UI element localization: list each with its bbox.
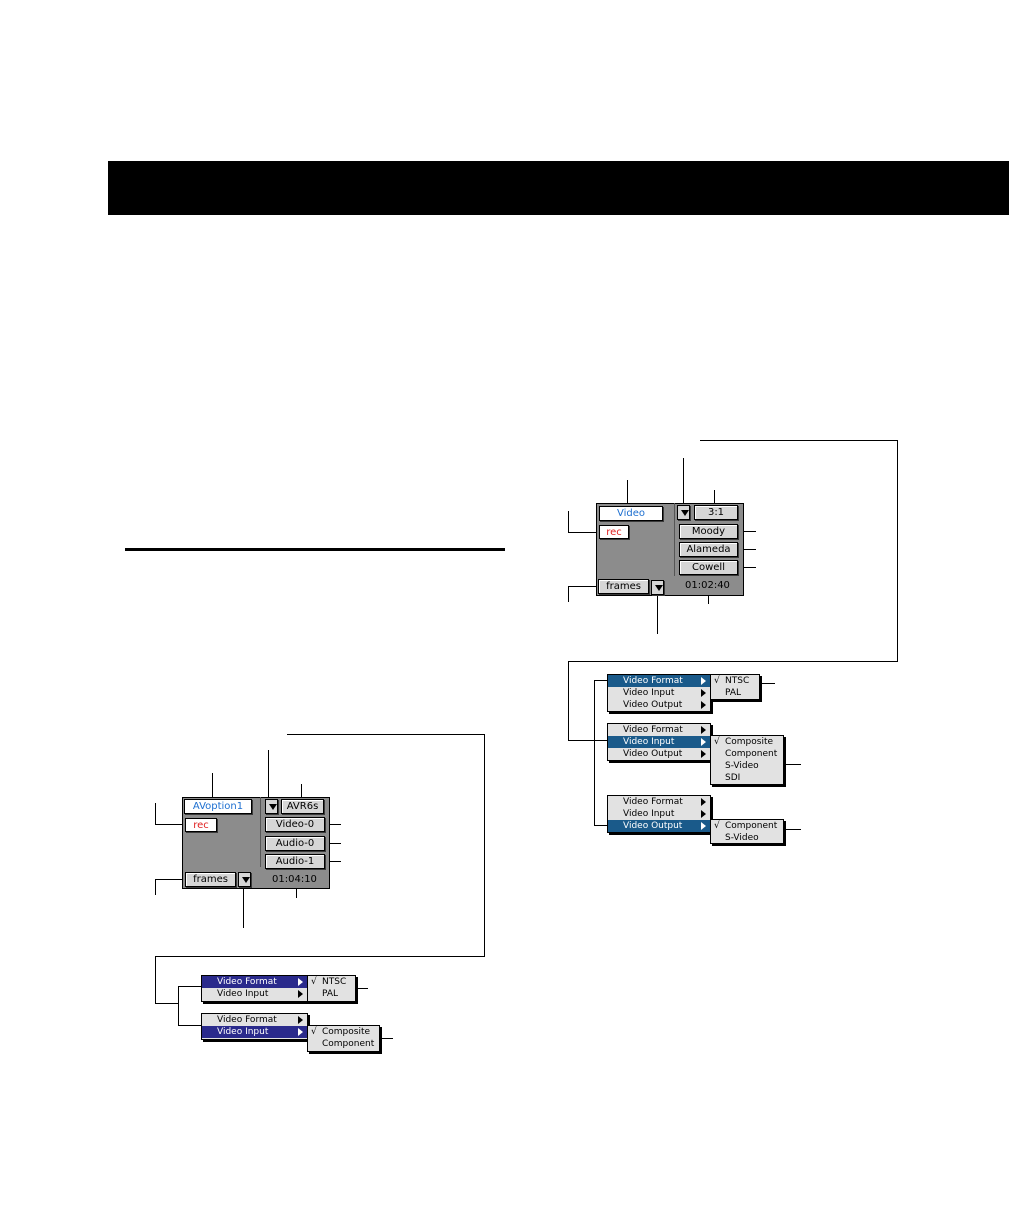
left-format-submenu: √NTSC PAL	[307, 975, 356, 1002]
resolution-button[interactable]: AVR6s	[281, 799, 324, 814]
checkmark-icon: √	[714, 821, 720, 831]
timecode-readout: 01:02:40	[685, 580, 730, 591]
right-input-menu: Video Format Video Input Video Output	[607, 723, 711, 761]
menu-item-video-format[interactable]: Video Format	[202, 1014, 307, 1026]
menu-item-video-output[interactable]: Video Output	[608, 820, 710, 832]
audio-track-1-button[interactable]: Audio-1	[265, 854, 325, 869]
timecode-readout: 01:04:10	[272, 874, 317, 885]
video-track-button[interactable]: Video-0	[265, 817, 325, 832]
submenu-item-pal[interactable]: PAL	[725, 688, 742, 698]
timecode-dropdown-arrow-icon[interactable]	[238, 872, 251, 887]
menu-item-video-output[interactable]: Video Output	[608, 748, 710, 760]
submenu-item-sdi[interactable]: SDI	[725, 773, 741, 783]
submenu-item-ntsc[interactable]: √NTSC	[311, 977, 347, 987]
menu-item-video-format[interactable]: Video Format	[608, 724, 710, 736]
section-rule	[125, 548, 505, 551]
submenu-arrow-icon	[298, 978, 303, 986]
checkmark-icon: √	[311, 1027, 317, 1037]
rec-button[interactable]: rec	[185, 818, 217, 832]
submenu-item-component[interactable]: √Component	[714, 821, 778, 831]
menu-item-video-input[interactable]: Video Input	[608, 687, 710, 699]
submenu-arrow-icon	[701, 750, 706, 758]
right-format-menu: Video Format Video Input Video Output	[607, 674, 711, 712]
right-output-submenu: √Component S-Video	[710, 819, 784, 844]
submenu-arrow-icon	[701, 689, 706, 697]
submenu-arrow-icon	[701, 677, 706, 685]
checkmark-icon: √	[714, 676, 720, 686]
submenu-item-ntsc[interactable]: √NTSC	[714, 676, 750, 686]
checkmark-icon: √	[714, 737, 720, 747]
track-button-alameda[interactable]: Alameda	[679, 542, 738, 557]
resolution-dropdown-arrow-icon[interactable]	[677, 505, 690, 520]
submenu-arrow-icon	[701, 726, 706, 734]
name-field[interactable]: AVoption1	[184, 799, 252, 814]
resolution-button[interactable]: 3:1	[694, 505, 738, 520]
submenu-item-component[interactable]: Component	[322, 1039, 375, 1049]
submenu-arrow-icon	[701, 810, 706, 818]
menu-item-video-input[interactable]: Video Input	[608, 736, 710, 748]
right-format-submenu: √NTSC PAL	[710, 674, 760, 700]
menu-item-video-input[interactable]: Video Input	[202, 988, 307, 1000]
track-button-moody[interactable]: Moody	[679, 524, 738, 539]
submenu-item-component[interactable]: Component	[725, 749, 778, 759]
menu-item-video-output[interactable]: Video Output	[608, 699, 710, 711]
audio-track-0-button[interactable]: Audio-0	[265, 836, 325, 851]
submenu-arrow-icon	[701, 738, 706, 746]
timecode-dropdown-arrow-icon[interactable]	[651, 580, 664, 595]
right-input-submenu: √Composite Component S-Video SDI	[710, 735, 784, 785]
submenu-arrow-icon	[701, 822, 706, 830]
submenu-arrow-icon	[701, 798, 706, 806]
submenu-item-s-video[interactable]: S-Video	[725, 761, 759, 771]
chapter-header-bar	[108, 161, 1009, 215]
submenu-arrow-icon	[298, 990, 303, 998]
rec-button[interactable]: rec	[599, 525, 629, 539]
left-input-submenu: √Composite Component	[307, 1025, 380, 1052]
menu-item-video-format[interactable]: Video Format	[202, 976, 307, 988]
name-field[interactable]: Video	[599, 506, 663, 521]
track-button-cowell[interactable]: Cowell	[679, 560, 738, 575]
submenu-item-composite[interactable]: √Composite	[714, 737, 774, 747]
resolution-dropdown-arrow-icon[interactable]	[265, 799, 278, 814]
menu-item-video-input[interactable]: Video Input	[608, 808, 710, 820]
timecode-format-button[interactable]: frames	[598, 579, 649, 594]
submenu-arrow-icon	[298, 1028, 303, 1036]
left-input-menu: Video Format Video Input	[201, 1013, 308, 1040]
submenu-item-s-video[interactable]: S-Video	[725, 833, 759, 843]
left-format-menu: Video Format Video Input	[201, 975, 308, 1002]
submenu-item-composite[interactable]: √Composite	[311, 1027, 371, 1037]
submenu-arrow-icon	[701, 701, 706, 709]
submenu-arrow-icon	[298, 1016, 303, 1024]
menu-item-video-input[interactable]: Video Input	[202, 1026, 307, 1038]
timecode-format-button[interactable]: frames	[185, 872, 236, 887]
checkmark-icon: √	[311, 977, 317, 987]
right-output-menu: Video Format Video Input Video Output	[607, 795, 711, 833]
menu-item-video-format[interactable]: Video Format	[608, 675, 710, 687]
menu-item-video-format[interactable]: Video Format	[608, 796, 710, 808]
submenu-item-pal[interactable]: PAL	[322, 989, 339, 999]
